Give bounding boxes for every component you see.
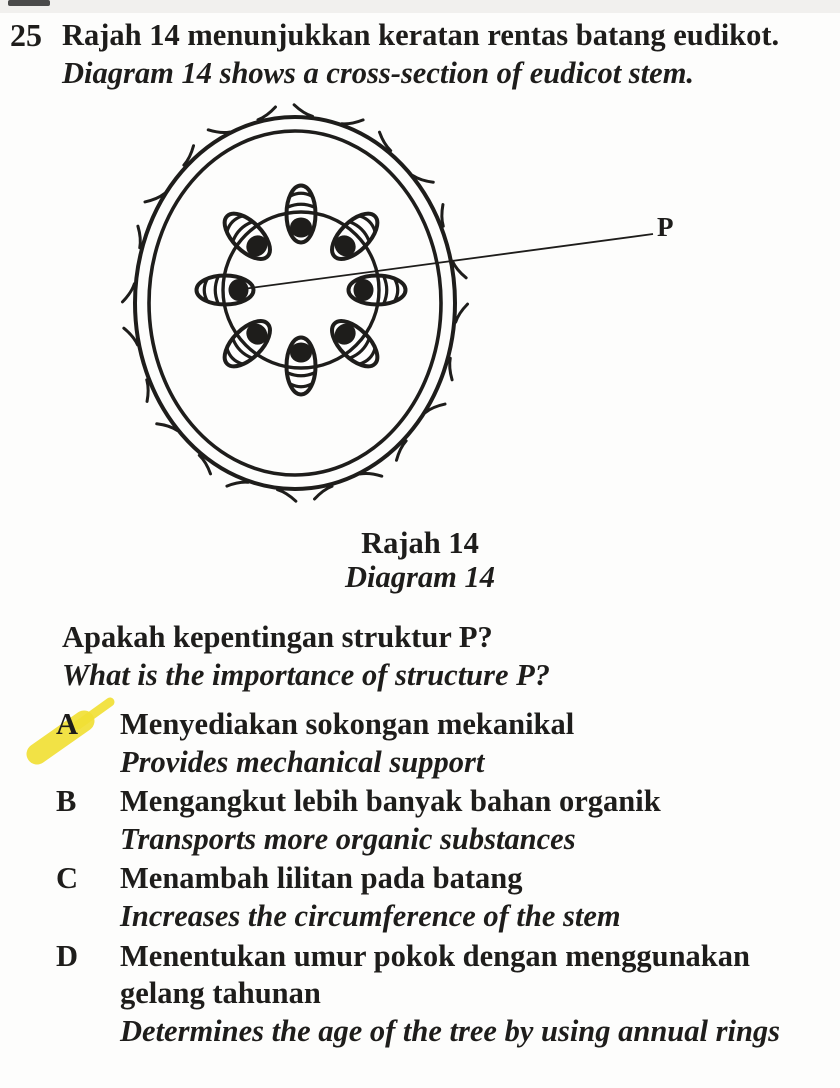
option-d-en: Determines the age of the tree by using … [120,1013,781,1048]
diagram-caption: Rajah 14 Diagram 14 [100,526,740,594]
vascular-ring-circle [221,210,381,370]
epidermis-inner-ring [147,129,443,477]
answer-options: A Menyediakan sokongan mekanikal Provide… [56,706,832,1052]
question-intro-ms: Rajah 14 menunjukkan keratan rentas bata… [62,18,780,52]
question-header: 25 Rajah 14 menunjukkan keratan rentas b… [10,17,834,92]
option-text-c: Menambah lilitan pada batang Increases t… [120,860,832,935]
vascular-bundles [194,183,408,397]
option-c-ms: Menambah lilitan pada batang [120,861,523,896]
question-stem: Apakah kepentingan struktur P? What is t… [62,618,550,694]
diagram-caption-ms: Rajah 14 [361,526,479,560]
option-letter-a: A [56,707,79,741]
question-stem-en: What is the importance of structure P? [62,658,551,692]
option-b-ms: Mengangkut lebih banyak bahan organik [120,784,661,819]
xylem-regions [228,217,374,363]
option-text-b: Mengangkut lebih banyak bahan organik Tr… [120,783,832,858]
epidermis-outer-ring [133,115,457,491]
question-intro-en: Diagram 14 shows a cross-section of eudi… [62,55,695,90]
epidermal-hairs [120,103,470,503]
option-row-a: A Menyediakan sokongan mekanikal Provide… [56,706,832,781]
highlighter-tick [26,697,115,765]
option-row-b: B Mengangkut lebih banyak bahan organik … [56,783,832,858]
label-leader-line [242,233,654,290]
option-a-ms: Menyediakan sokongan mekanikal [120,707,575,741]
option-text-a: Menyediakan sokongan mekanikal Provides … [120,706,832,781]
option-letter-b: B [56,784,77,819]
option-b-en: Transports more organic substances [120,821,576,856]
scan-artifact-bar [8,0,50,6]
option-row-d: D Menentukan umur pokok dengan menggunak… [56,938,832,1051]
structure-p-label: P [657,212,674,242]
option-row-c: C Menambah lilitan pada batang Increases… [56,860,832,935]
option-d-ms: Menentukan umur pokok dengan menggunakan… [120,938,750,1011]
question-stem-ms: Apakah kepentingan struktur P? [62,620,493,654]
stem-cross-section-diagram: P [120,103,674,503]
option-text-d: Menentukan umur pokok dengan menggunakan… [120,938,832,1051]
option-letter-d: D [56,938,79,973]
scan-edge-strip [0,0,840,13]
question-intro: Rajah 14 menunjukkan keratan rentas bata… [62,17,834,92]
diagram-caption-en: Diagram 14 [345,560,495,594]
option-c-en: Increases the circumference of the stem [120,898,621,933]
question-number: 25 [10,17,42,53]
option-letter-c: C [56,861,79,896]
option-a-en: Provides mechanical support [120,744,485,779]
